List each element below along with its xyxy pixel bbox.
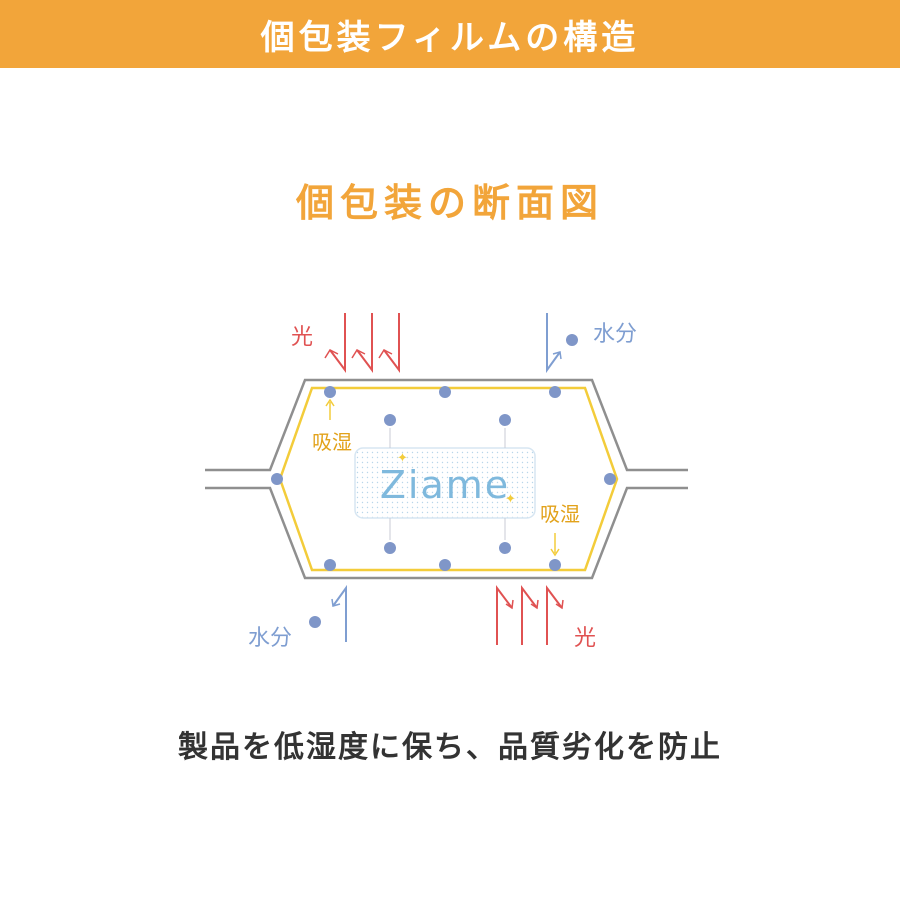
light-arrows-top bbox=[324, 313, 400, 373]
product-name: Ziame bbox=[380, 463, 510, 507]
moisture-dot bbox=[324, 559, 336, 571]
moisture-dot bbox=[309, 616, 321, 628]
light-label-top: 光 bbox=[291, 325, 313, 350]
moisture-dot bbox=[439, 559, 451, 571]
moisture-dot bbox=[549, 559, 561, 571]
film-outline bbox=[205, 378, 688, 580]
film-upper-outline bbox=[205, 378, 688, 472]
moisture-dot bbox=[499, 414, 511, 426]
moisture-dot bbox=[566, 334, 578, 346]
light-arrow bbox=[329, 313, 346, 373]
light-arrow bbox=[356, 313, 373, 373]
product-tablet: Ziame ✦ ✦ bbox=[354, 447, 536, 519]
moisture-dot bbox=[271, 473, 283, 485]
moisture-dots bbox=[271, 386, 616, 571]
moisture-dot bbox=[384, 414, 396, 426]
film-lower-outline bbox=[205, 486, 688, 580]
absorb-label-right: 吸湿 bbox=[540, 502, 580, 526]
light-arrow bbox=[496, 585, 513, 645]
moisture-dot bbox=[549, 386, 561, 398]
light-arrow bbox=[546, 585, 563, 645]
light-arrow bbox=[521, 585, 538, 645]
banner-title: 個包装フィルムの構造 bbox=[260, 17, 640, 58]
absorb-label-left: 吸湿 bbox=[312, 430, 352, 454]
light-arrows-bottom bbox=[496, 585, 564, 645]
header-banner: 個包装フィルムの構造 bbox=[0, 0, 900, 68]
caption: 製品を低湿度に保ち、品質劣化を防止 bbox=[178, 730, 722, 765]
light-arrow bbox=[383, 313, 400, 373]
sparkle-icon: ✦ bbox=[397, 451, 408, 466]
moisture-dot bbox=[324, 386, 336, 398]
sparkle-icon: ✦ bbox=[505, 492, 516, 507]
absorb-connectors bbox=[389, 428, 506, 540]
light-label-bottom: 光 bbox=[574, 626, 596, 651]
moisture-dot bbox=[499, 542, 511, 554]
moisture-label-bottom: 水分 bbox=[248, 626, 292, 651]
moisture-dot bbox=[384, 542, 396, 554]
moisture-arrow-top bbox=[546, 313, 562, 374]
moisture-arrow-bottom bbox=[331, 584, 347, 642]
section-title: 個包装の断面図 bbox=[295, 181, 604, 225]
absorb-arrows bbox=[325, 398, 560, 557]
moisture-dot bbox=[439, 386, 451, 398]
moisture-label-top: 水分 bbox=[593, 322, 637, 347]
moisture-dot bbox=[604, 473, 616, 485]
